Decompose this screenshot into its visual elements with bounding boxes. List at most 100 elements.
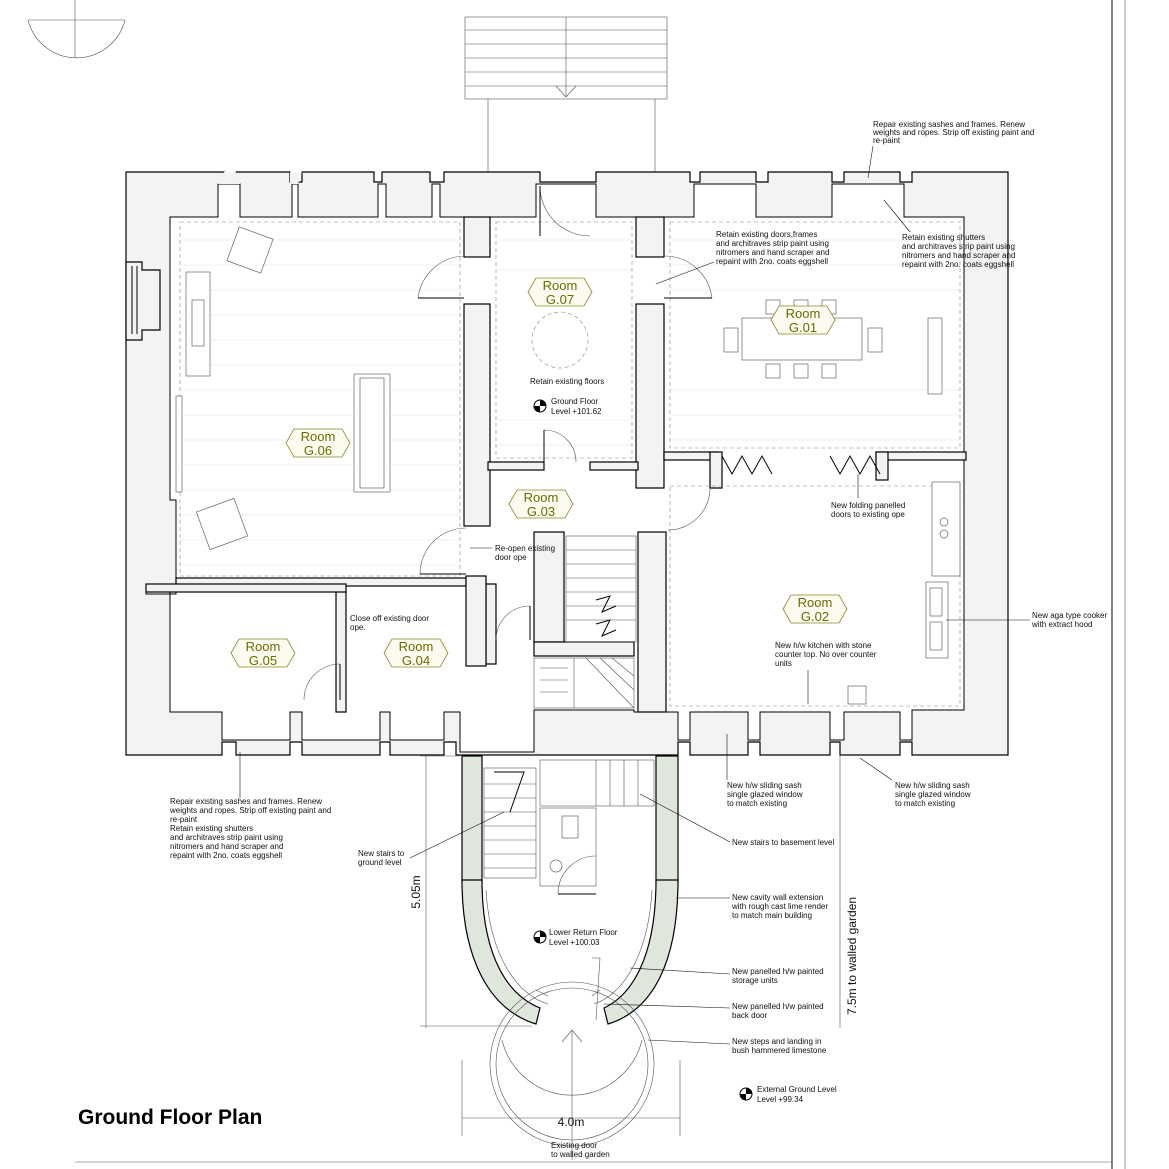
room-tag-g01: Room G.01 [770, 305, 836, 335]
svg-text:re-paint: re-paint [873, 136, 901, 145]
note-folding-doors: New folding panelled doors to existing o… [831, 474, 905, 519]
ceiling-outline [669, 221, 961, 449]
svg-text:repaint with 2no. coats eggshe: repaint with 2no. coats eggshell [716, 257, 828, 266]
note-retain-doors: Retain existing doors,frames and architr… [655, 230, 829, 285]
svg-text:repaint with 2no. coats eggshe: repaint with 2no. coats eggshell [902, 260, 1014, 269]
note-storage: New panelled h/w painted storage units [629, 967, 824, 985]
room-number: G.06 [304, 443, 332, 458]
room-tag-g05: Room G.05 [230, 638, 296, 668]
svg-text:Repair existing sashes and fra: Repair existing sashes and frames. Renew [873, 120, 1025, 129]
svg-text:and architraves strip paint us: and architraves strip paint using [170, 833, 283, 842]
svg-text:Close off existing door: Close off existing door [350, 614, 429, 623]
svg-text:bush hammered limestone: bush hammered limestone [732, 1046, 827, 1055]
lower-return-level-label: Lower Return Floor [549, 928, 618, 937]
room-number: G.07 [546, 292, 574, 307]
svg-text:5.05m: 5.05m [409, 875, 423, 908]
external-level-value: Level +99.34 [757, 1095, 804, 1104]
svg-text:Repair existing sashes and fra: Repair existing sashes and frames. Renew [170, 797, 322, 806]
note-stairs-ground: New stairs to ground level [358, 811, 505, 867]
svg-text:back door: back door [732, 1011, 767, 1020]
svg-text:4.0m: 4.0m [558, 1115, 585, 1129]
note-sash-left: New h/w sliding sash single glazed windo… [726, 734, 803, 808]
svg-text:New cavity wall extension: New cavity wall extension [732, 893, 823, 902]
svg-text:and architraves strip paint us: and architraves strip paint using [716, 239, 829, 248]
room-number: G.01 [789, 320, 817, 335]
north-point [27, 0, 126, 59]
note-reopen: Re-open existing door ope [470, 544, 555, 562]
svg-text:single glazed window: single glazed window [895, 790, 971, 799]
drawing-title: Ground Floor Plan [78, 1106, 262, 1129]
svg-text:ope.: ope. [350, 623, 366, 632]
svg-text:counter top. No over counter: counter top. No over counter [775, 650, 877, 659]
svg-text:to match existing: to match existing [895, 799, 955, 808]
svg-text:with rough cast lime render: with rough cast lime render [731, 902, 828, 911]
note-aga: New aga type cooker with extract hood [946, 611, 1107, 629]
door-swings [303, 185, 713, 701]
ceiling-outline [669, 485, 961, 707]
svg-text:to walled garden: to walled garden [551, 1150, 610, 1159]
dimension-width: 4.0m [461, 1060, 681, 1136]
dimension-garden: 7.5m to walled garden [839, 756, 859, 1028]
room-number: G.05 [249, 653, 277, 668]
lower-return-level-value: Level +100.03 [549, 938, 600, 947]
note-retain-shutters: Retain existing shutters and architraves… [883, 199, 1015, 269]
room-label: Room [543, 278, 578, 293]
svg-text:7.5m to walled garden: 7.5m to walled garden [845, 897, 859, 1015]
room-number: G.03 [527, 504, 555, 519]
svg-text:with extract hood: with extract hood [1031, 620, 1092, 629]
svg-text:Retain existing doors,frames: Retain existing doors,frames [716, 230, 817, 239]
svg-text:New stairs to basement level: New stairs to basement level [732, 838, 834, 847]
room-tag-g04: Room G.04 [383, 638, 449, 668]
svg-text:Re-open existing: Re-open existing [495, 544, 555, 553]
svg-text:New panelled h/w painted: New panelled h/w painted [732, 967, 824, 976]
svg-text:to match main building: to match main building [732, 911, 812, 920]
entrance-steps [464, 16, 668, 172]
svg-text:Retain existing shutters: Retain existing shutters [170, 824, 253, 833]
note-back-door: New panelled h/w painted back door [603, 1002, 824, 1020]
svg-text:New stairs to: New stairs to [358, 849, 405, 858]
svg-text:New h/w kitchen with stone: New h/w kitchen with stone [775, 641, 872, 650]
room-label: Room [301, 429, 336, 444]
rear-extension [461, 755, 679, 1160]
svg-text:and architraves strip paint us: and architraves strip paint using [902, 242, 1015, 251]
note-kitchen: New h/w kitchen with stone counter top. … [775, 641, 877, 704]
room-label: Room [786, 306, 821, 321]
note-close-off: Close off existing door ope. [350, 614, 429, 632]
svg-text:to match existing: to match existing [727, 799, 787, 808]
svg-text:New aga type cooker: New aga type cooker [1032, 611, 1107, 620]
ground-level-value: Level +101.62 [551, 407, 602, 416]
note-sash-right: New h/w sliding sash single glazed windo… [859, 757, 971, 808]
svg-text:units: units [775, 659, 792, 668]
room-label: Room [399, 639, 434, 654]
svg-text:New panelled h/w painted: New panelled h/w painted [732, 1002, 824, 1011]
svg-text:Retain existing shutters: Retain existing shutters [902, 233, 985, 242]
svg-text:ground level: ground level [358, 858, 402, 867]
room-label: Room [246, 639, 281, 654]
room-tag-g03: Room G.03 [508, 489, 574, 519]
dimension-height: 5.05m [409, 755, 532, 1028]
room-number: G.04 [402, 653, 430, 668]
ground-level-label: Ground Floor [551, 397, 598, 406]
external-level-label: External Ground Level [757, 1085, 837, 1094]
svg-text:re-paint: re-paint [170, 815, 198, 824]
svg-text:nitromers and hand scraper and: nitromers and hand scraper and [902, 251, 1015, 260]
room-tag-g02: Room G.02 [782, 594, 848, 624]
svg-text:repaint with 2no. coats eggshe: repaint with 2no. coats eggshell [170, 851, 282, 860]
svg-text:door ope: door ope [495, 553, 527, 562]
main-stair [533, 535, 637, 709]
note-steps: New steps and landing in bush hammered l… [647, 1037, 827, 1055]
note-existing-door: Existing door to walled garden [551, 1141, 610, 1159]
svg-text:New h/w sliding sash: New h/w sliding sash [727, 781, 802, 790]
room-number: G.02 [801, 609, 829, 624]
room-label: Room [524, 490, 559, 505]
svg-text:nitromers and hand scraper and: nitromers and hand scraper and [716, 248, 829, 257]
svg-text:New steps and landing in: New steps and landing in [732, 1037, 821, 1046]
svg-text:New folding panelled: New folding panelled [831, 501, 905, 510]
note-stairs-basement: New stairs to basement level [639, 793, 834, 847]
note-retain-floors: Retain existing floors [530, 377, 604, 386]
note-repair-bottom: Repair existing sashes and frames. Renew… [169, 752, 331, 860]
ceiling-outline [179, 221, 461, 577]
svg-text:single glazed window: single glazed window [727, 790, 803, 799]
svg-text:doors to existing ope: doors to existing ope [831, 510, 905, 519]
